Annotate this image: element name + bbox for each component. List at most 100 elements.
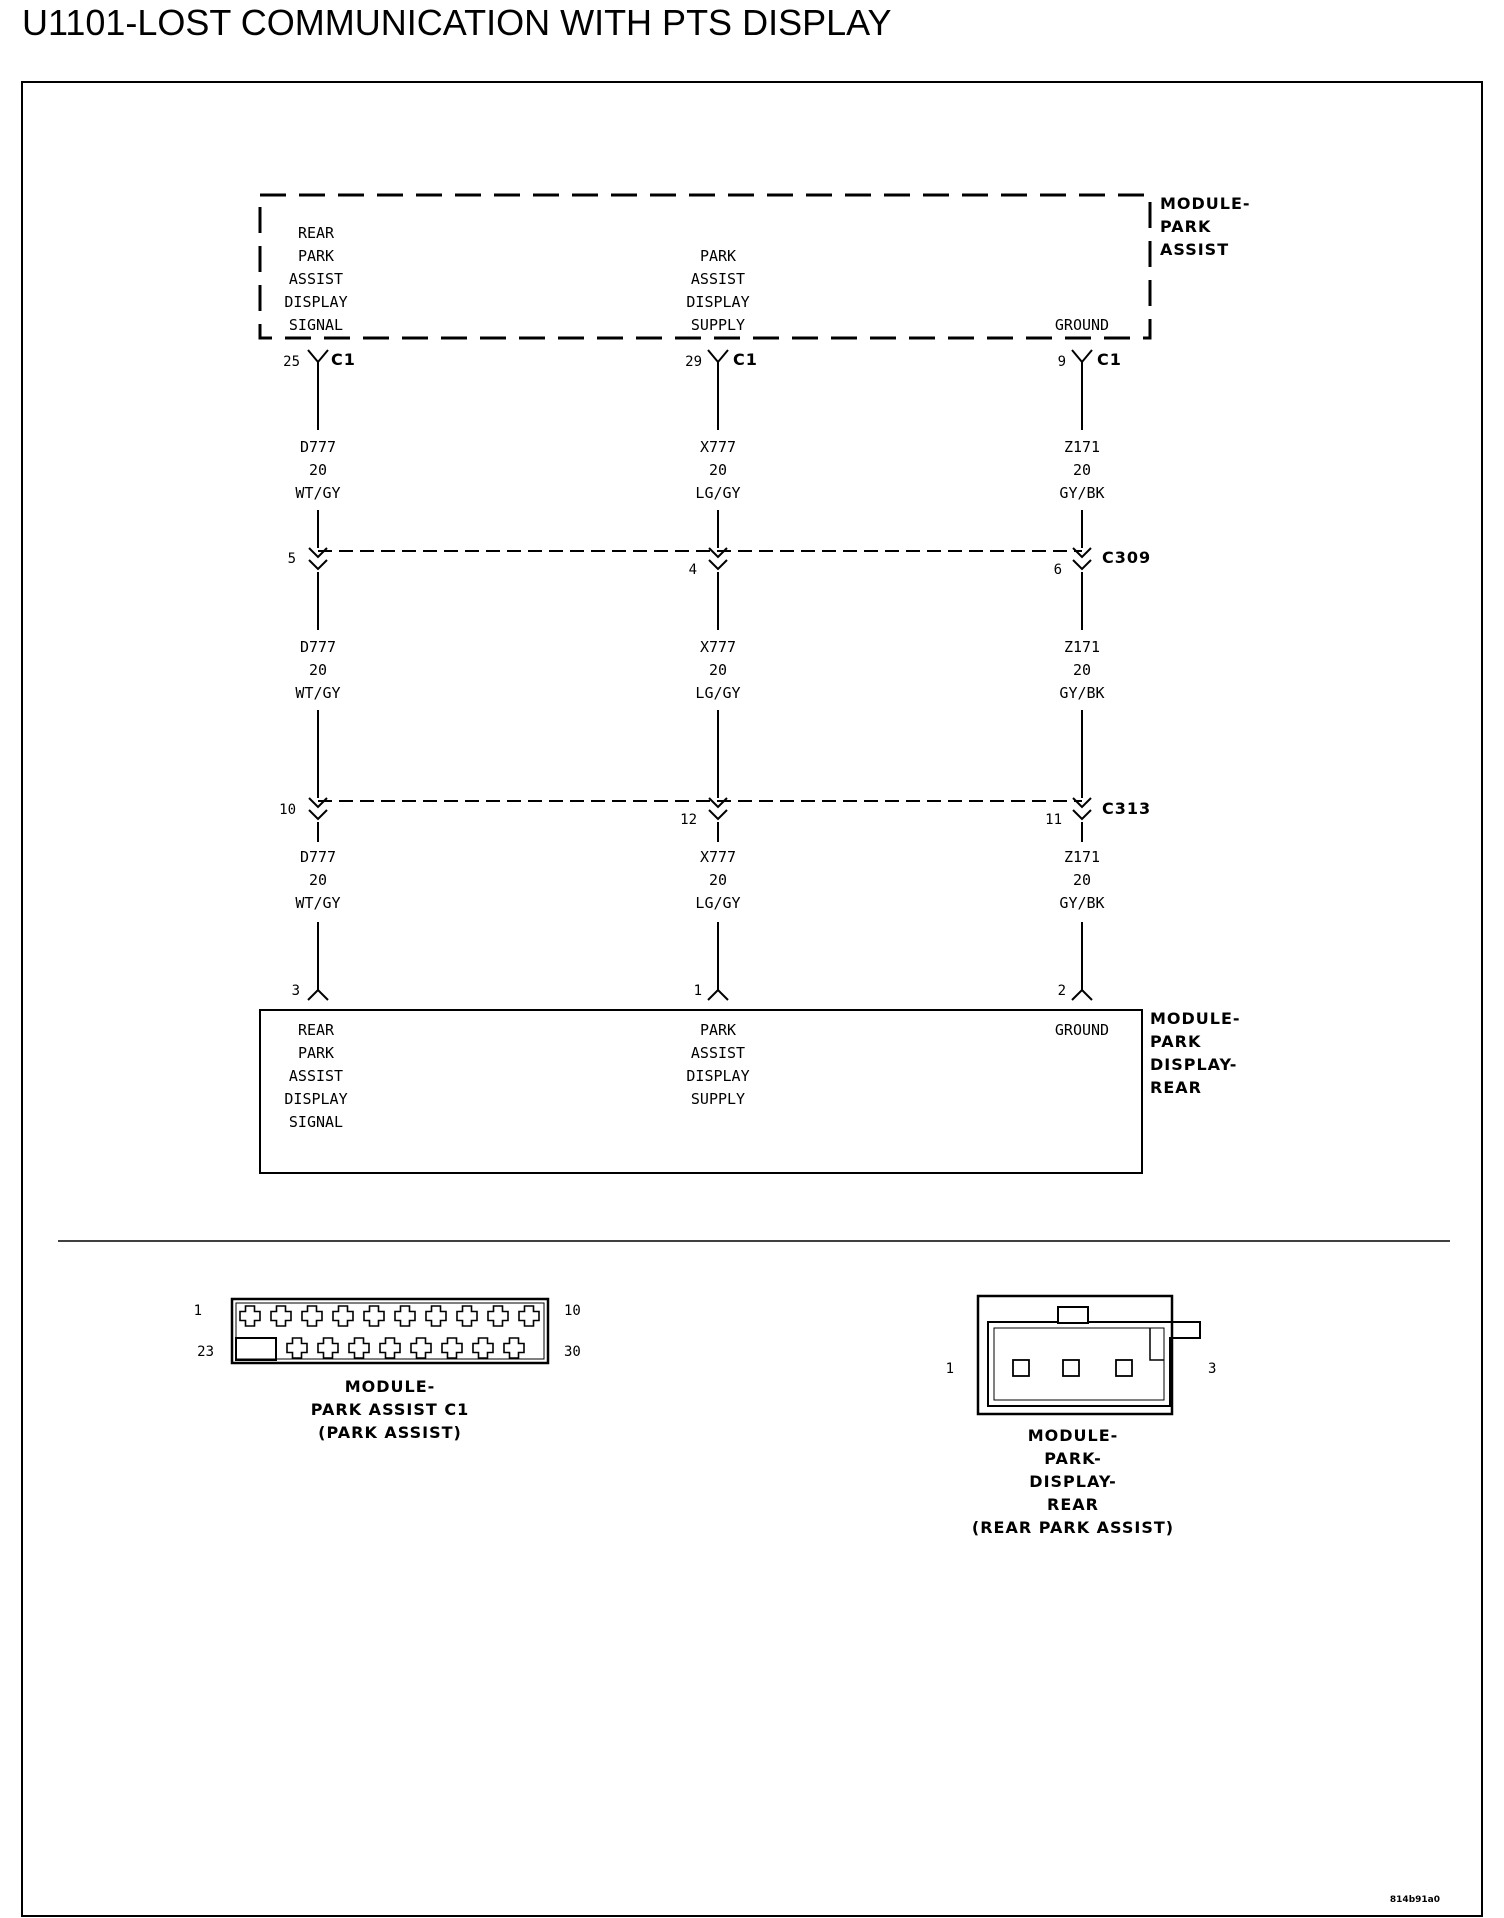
rear-display-terminal-1 bbox=[707, 988, 729, 1001]
c1-pin-cavity bbox=[301, 1305, 323, 1327]
module-rear-label-1: MODULE- bbox=[1150, 1009, 1241, 1028]
c1-pin-cavity bbox=[487, 1305, 509, 1327]
wire-x777-color-2: LG/GY bbox=[695, 684, 740, 702]
c309-cavity-6: 6 bbox=[1054, 562, 1062, 578]
c1-pin-cavity bbox=[472, 1337, 494, 1359]
c1-pin-cavity bbox=[332, 1305, 354, 1327]
top-pin-signal-line-3: ASSIST bbox=[289, 270, 343, 288]
wire-d777-color-3: WT/GY bbox=[295, 894, 340, 912]
wire-x777-gauge-3: 20 bbox=[709, 871, 727, 889]
rear-face-label-3: DISPLAY- bbox=[1029, 1472, 1116, 1491]
c1-face-pin-10: 10 bbox=[564, 1303, 581, 1319]
c313-cavity-10: 10 bbox=[279, 802, 296, 818]
c1-face-label-3: (PARK ASSIST) bbox=[318, 1423, 462, 1442]
c1-cavity-25: 25 bbox=[283, 354, 300, 370]
c1-pin-cavity bbox=[441, 1337, 463, 1359]
c313-terminal-11 bbox=[1072, 797, 1092, 821]
wire-d777-color-1: WT/GY bbox=[295, 484, 340, 502]
c1-pin-cavity bbox=[239, 1305, 261, 1327]
rear-display-cavity-3: 3 bbox=[292, 983, 300, 999]
bottom-pin-signal-line-3: ASSIST bbox=[289, 1067, 343, 1085]
c1-connector-face bbox=[230, 1297, 550, 1365]
c1-pin-cavity bbox=[410, 1337, 432, 1359]
c1-pin-cavity bbox=[503, 1337, 525, 1359]
wire-d777-color-2: WT/GY bbox=[295, 684, 340, 702]
c313-terminal-12 bbox=[708, 797, 728, 821]
c313-label: C313 bbox=[1102, 799, 1151, 818]
wire-x777-circuit-2: X777 bbox=[700, 638, 736, 656]
wire-d777-circuit-1: D777 bbox=[300, 438, 336, 456]
wire-z171-gauge-1: 20 bbox=[1073, 461, 1091, 479]
c1-pin-cavity bbox=[363, 1305, 385, 1327]
c1-connector-label-1: C1 bbox=[331, 350, 356, 369]
c313-cavity-11: 11 bbox=[1045, 812, 1062, 828]
c1-pin-cavity bbox=[348, 1337, 370, 1359]
module-rear-label-2: PARK bbox=[1150, 1032, 1201, 1051]
bottom-pin-ground-line-1: GROUND bbox=[1055, 1021, 1109, 1039]
wire-z171-color-3: GY/BK bbox=[1059, 894, 1104, 912]
c313-cavity-12: 12 bbox=[680, 812, 697, 828]
figure-code: 814b91a0 bbox=[1390, 1895, 1440, 1905]
wire-x777-gauge-2: 20 bbox=[709, 661, 727, 679]
rear-face-label-1: MODULE- bbox=[1028, 1426, 1119, 1445]
wire-x777-color-3: LG/GY bbox=[695, 894, 740, 912]
rear-display-terminal-3 bbox=[307, 988, 329, 1001]
wire-x777-gauge-1: 20 bbox=[709, 461, 727, 479]
c1-pin-cavity bbox=[394, 1305, 416, 1327]
wire-z171-circuit-2: Z171 bbox=[1064, 638, 1100, 656]
rear-face-label-2: PARK- bbox=[1044, 1449, 1102, 1468]
top-pin-ground-line-1: GROUND bbox=[1055, 316, 1109, 334]
c1-pin-cavity bbox=[518, 1305, 540, 1327]
bottom-pin-signal-line-2: PARK bbox=[298, 1044, 334, 1062]
c1-pin-cavity bbox=[270, 1305, 292, 1327]
c1-face-label-1: MODULE- bbox=[345, 1377, 436, 1396]
c1-connector-label-2: C1 bbox=[733, 350, 758, 369]
wire-d777-gauge-2: 20 bbox=[309, 661, 327, 679]
wire-z171-circuit-1: Z171 bbox=[1064, 438, 1100, 456]
rear-display-connector-face bbox=[976, 1294, 1201, 1416]
top-pin-signal-line-4: DISPLAY bbox=[284, 293, 347, 311]
c309-terminal-5 bbox=[308, 547, 328, 571]
top-pin-signal-line-5: SIGNAL bbox=[289, 316, 343, 334]
rear-face-pin-3: 3 bbox=[1208, 1361, 1216, 1377]
c1-face-pin-23: 23 bbox=[197, 1344, 214, 1360]
top-pin-signal-line-2: PARK bbox=[298, 247, 334, 265]
wire-x777-color-1: LG/GY bbox=[695, 484, 740, 502]
bottom-pin-supply-line-3: DISPLAY bbox=[686, 1067, 749, 1085]
rear-face-label-5: (REAR PARK ASSIST) bbox=[972, 1518, 1174, 1537]
top-pin-supply-line-2: ASSIST bbox=[691, 270, 745, 288]
wire-z171-gauge-3: 20 bbox=[1073, 871, 1091, 889]
rear-display-terminal-2 bbox=[1071, 988, 1093, 1001]
top-pin-signal-line-1: REAR bbox=[298, 224, 335, 242]
diagram-frame bbox=[21, 81, 1483, 1917]
c309-cavity-5: 5 bbox=[288, 551, 296, 567]
top-pin-supply-line-1: PARK bbox=[700, 247, 736, 265]
c1-face-label-2: PARK ASSIST C1 bbox=[311, 1400, 469, 1419]
c309-terminal-6 bbox=[1072, 547, 1092, 571]
rear-display-cavity-2: 2 bbox=[1058, 983, 1066, 999]
wire-x777-circuit-3: X777 bbox=[700, 848, 736, 866]
c1-connector-label-3: C1 bbox=[1097, 350, 1122, 369]
bottom-pin-supply-line-1: PARK bbox=[700, 1021, 736, 1039]
rear-face-pin-1: 1 bbox=[946, 1361, 954, 1377]
bottom-pin-supply-line-4: SUPPLY bbox=[691, 1090, 745, 1108]
top-pin-supply-line-4: SUPPLY bbox=[691, 316, 745, 334]
c309-terminal-4 bbox=[708, 547, 728, 571]
c1-cavity-9: 9 bbox=[1058, 354, 1066, 370]
wire-d777-gauge-1: 20 bbox=[309, 461, 327, 479]
module-park-assist-label-1: MODULE- bbox=[1160, 194, 1251, 213]
page-title: U1101-LOST COMMUNICATION WITH PTS DISPLA… bbox=[22, 2, 892, 43]
wire-x777-circuit-1: X777 bbox=[700, 438, 736, 456]
module-rear-label-3: DISPLAY- bbox=[1150, 1055, 1237, 1074]
c1-cavity-29: 29 bbox=[685, 354, 702, 370]
wire-d777-gauge-3: 20 bbox=[309, 871, 327, 889]
bottom-pin-signal-line-1: REAR bbox=[298, 1021, 335, 1039]
wire-z171-color-1: GY/BK bbox=[1059, 484, 1104, 502]
bottom-pin-signal-line-5: SIGNAL bbox=[289, 1113, 343, 1131]
c1-face-pin-30: 30 bbox=[564, 1344, 581, 1360]
c1-pin-cavity bbox=[379, 1337, 401, 1359]
module-park-assist-label-2: PARK bbox=[1160, 217, 1211, 236]
c1-pin-cavity bbox=[425, 1305, 447, 1327]
rear-display-cavity-1: 1 bbox=[694, 983, 702, 999]
